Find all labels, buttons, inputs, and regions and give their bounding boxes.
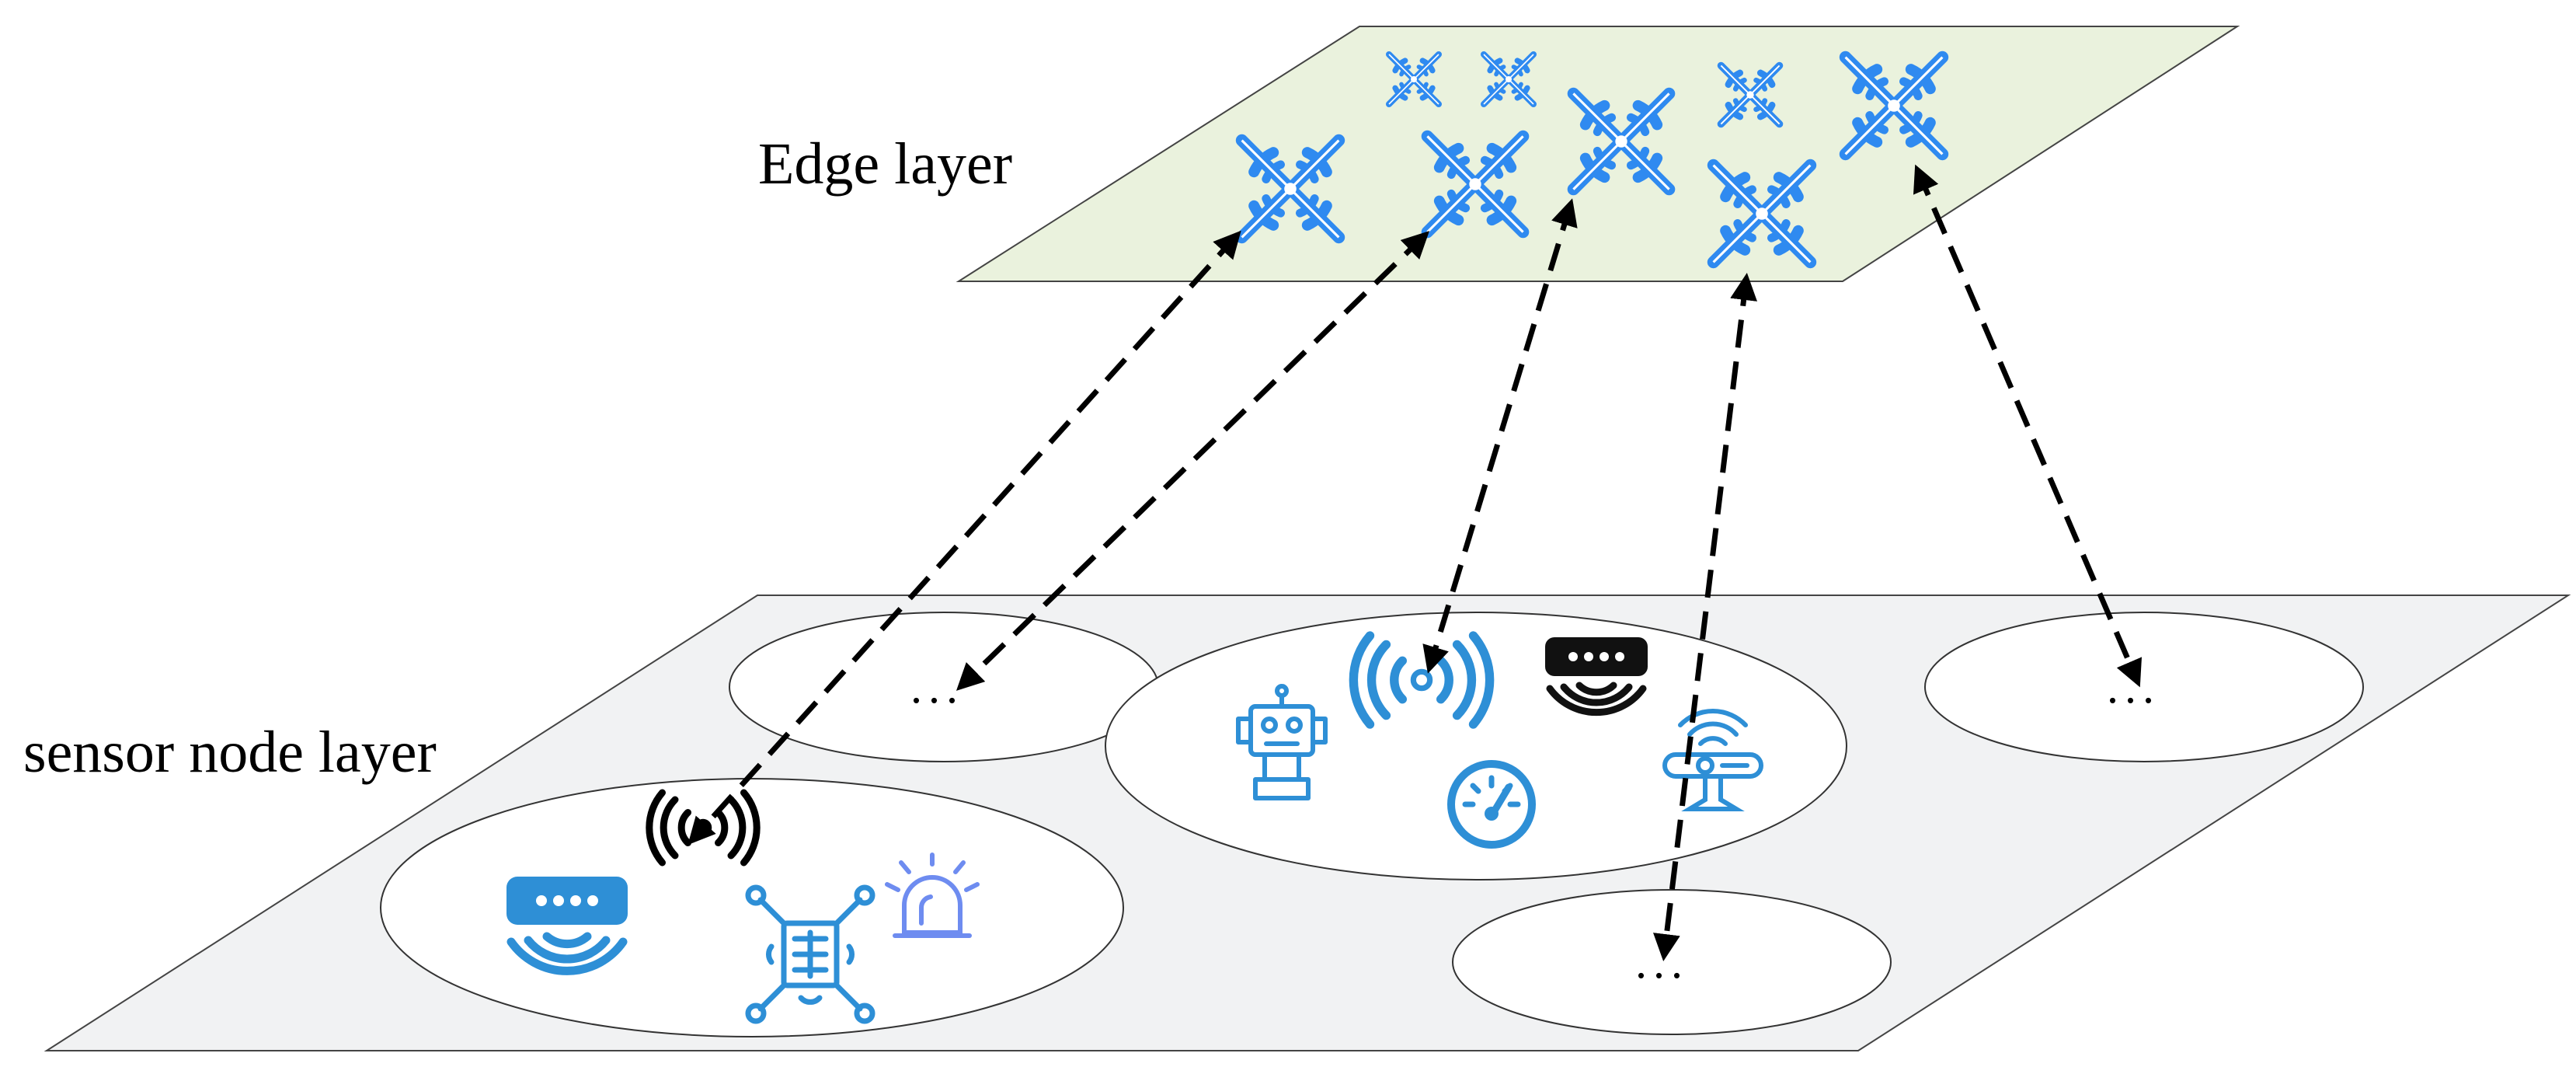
connection-arrow [1653, 273, 1757, 961]
sensor-layer-label: sensor node layer [23, 720, 437, 785]
speedometer-icon [1447, 760, 1536, 849]
cluster-ellipsis-bottom-right: ... [1635, 936, 1689, 988]
sensor-node-layer: ... ... ... sensor node layer [23, 595, 2571, 1051]
router-sensor-dark-icon [1545, 637, 1648, 717]
connection-arrow [1422, 198, 1578, 674]
router-sensor-icon [506, 877, 628, 975]
cluster-ellipsis-top-left: ... [910, 661, 964, 713]
connection-arrow [956, 231, 1430, 691]
connection-arrow [1913, 164, 2143, 688]
robot-icon [1236, 684, 1328, 800]
cluster-ellipsis-right: ... [2107, 661, 2160, 713]
connections [688, 164, 2143, 961]
sensor-cluster-bottom-left [380, 778, 1124, 1037]
alarm-light-icon [885, 853, 980, 938]
drone-chip-icon [745, 884, 875, 1024]
edge-layer-label: Edge layer [758, 131, 1012, 197]
edge-layer: Edge layer [758, 26, 2240, 282]
